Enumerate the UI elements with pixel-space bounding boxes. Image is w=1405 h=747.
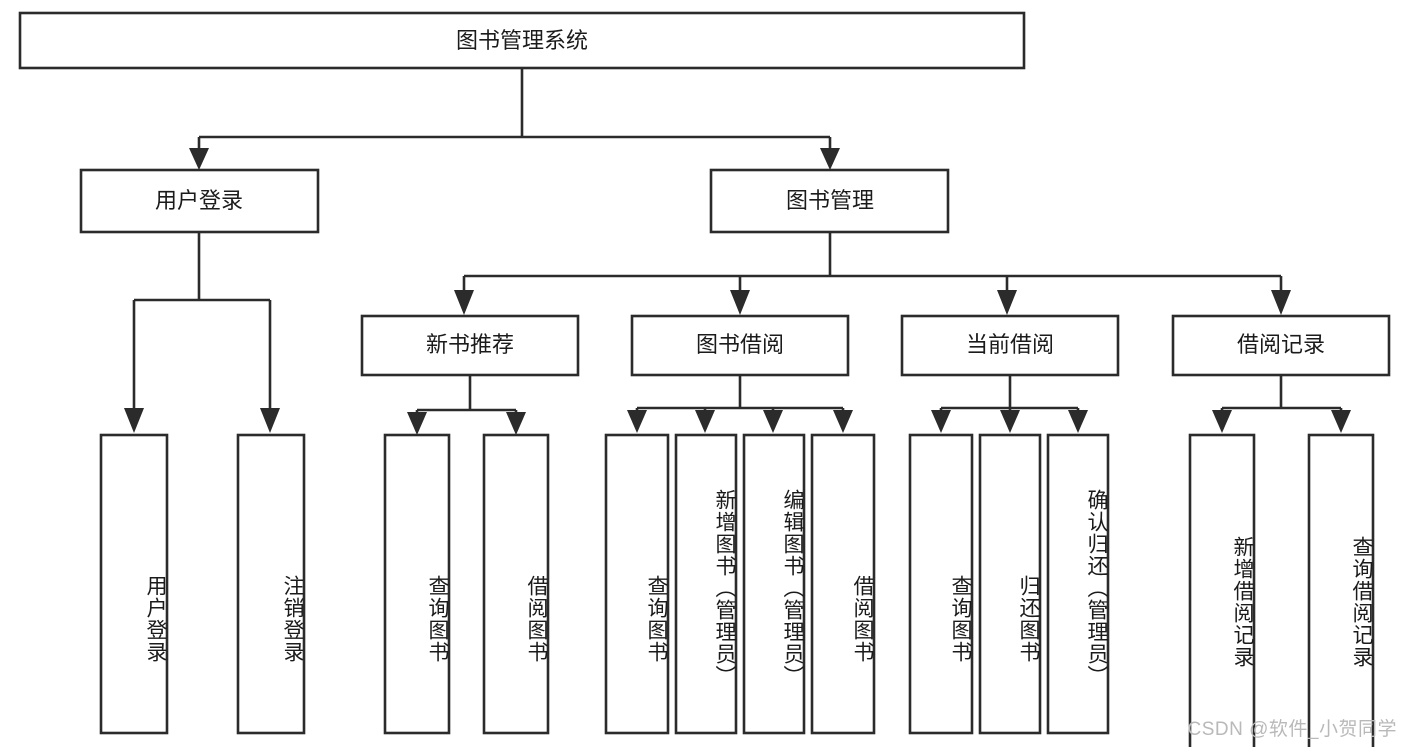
arrowhead-leaf-user-login: [124, 408, 144, 433]
node-box-book-manage[interactable]: [709, 168, 950, 234]
arrowhead-leaf-confirm-return: [1068, 410, 1088, 433]
node-box-user-login[interactable]: [79, 168, 320, 234]
arrowhead-leaf-borrow-book-1: [506, 412, 526, 435]
node-box-leaf-add-book[interactable]: [674, 433, 738, 735]
arrowhead-book-manage: [820, 148, 840, 170]
node-box-leaf-query-book-1[interactable]: [383, 433, 451, 735]
node-box-leaf-return-book[interactable]: [978, 433, 1042, 735]
node-box-leaf-query-book-3[interactable]: [908, 433, 974, 735]
node-box-current-borrow[interactable]: [900, 314, 1120, 377]
arrowhead-leaf-return-book: [1000, 410, 1020, 433]
connector-group-new-book-recommend-to-leaves: [407, 375, 526, 435]
arrowhead-leaf-query-book-2: [627, 410, 647, 433]
node-box-leaf-borrow-book-1[interactable]: [482, 433, 550, 735]
arrowhead-leaf-logout: [260, 408, 280, 433]
node-box-leaf-user-login[interactable]: [99, 433, 169, 735]
node-box-leaf-query-record[interactable]: [1307, 433, 1375, 747]
arrowhead-leaf-query-book-3: [931, 410, 951, 433]
arrowhead-leaf-add-record: [1212, 410, 1232, 433]
node-box-root[interactable]: [18, 11, 1026, 70]
arrowhead-leaf-query-record: [1331, 410, 1351, 433]
node-label-root: 图书管理系统: [456, 28, 588, 53]
watermark-text: CSDN @软件_小贺同学: [1187, 719, 1397, 740]
connector-group-book-manage-to-level3: [454, 232, 1291, 315]
connector-group-root-to-level2: [189, 68, 840, 170]
arrowhead-leaf-borrow-book-2: [833, 410, 853, 433]
node-box-leaf-logout[interactable]: [236, 433, 306, 735]
node-label-borrow-record: 借阅记录: [1237, 332, 1325, 357]
node-box-leaf-query-book-2[interactable]: [604, 433, 670, 735]
node-box-leaf-edit-book[interactable]: [742, 433, 806, 735]
arrowhead-borrow-record: [1271, 290, 1291, 315]
connector-group-book-borrow-to-leaves: [627, 375, 853, 433]
node-label-book-manage: 图书管理: [786, 188, 874, 213]
node-box-new-book-recommend[interactable]: [360, 314, 580, 377]
node-label-new-book-recommend: 新书推荐: [426, 332, 514, 357]
connector-group-user-login-to-leaves: [124, 232, 280, 433]
arrowhead-leaf-edit-book: [763, 410, 783, 433]
node-label-user-login: 用户登录: [155, 188, 243, 213]
arrowhead-leaf-add-book: [695, 410, 715, 433]
arrowhead-new-book-recommend: [454, 290, 474, 315]
node-box-leaf-confirm-return[interactable]: [1046, 433, 1110, 735]
arrowhead-leaf-query-book-1: [407, 412, 427, 435]
node-box-borrow-record[interactable]: [1171, 314, 1391, 377]
node-box-leaf-borrow-book-2[interactable]: [810, 433, 876, 735]
node-box-book-borrow[interactable]: [630, 314, 850, 377]
node-box-leaf-add-record[interactable]: [1188, 433, 1256, 747]
arrowhead-user-login: [189, 148, 209, 170]
connector-group-borrow-record-to-leaves: [1212, 375, 1351, 433]
arrowhead-book-borrow: [730, 290, 750, 315]
connector-group-current-borrow-to-leaves: [931, 375, 1088, 433]
node-label-book-borrow: 图书借阅: [696, 332, 784, 357]
node-label-current-borrow: 当前借阅: [966, 332, 1054, 357]
arrowhead-current-borrow: [997, 290, 1017, 315]
